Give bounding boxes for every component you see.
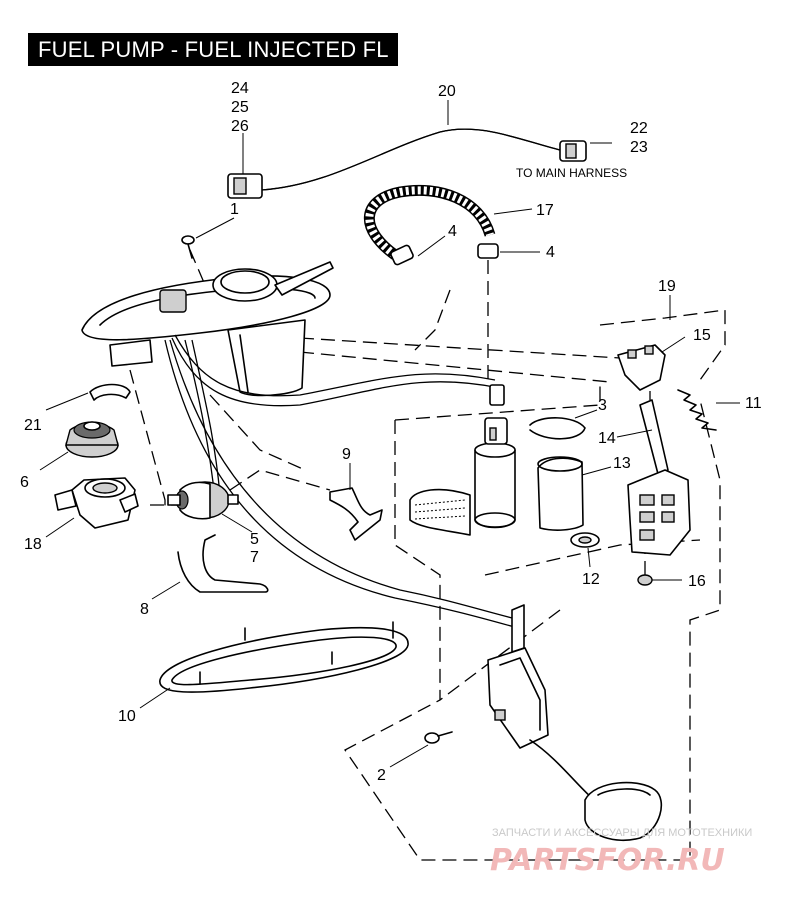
label-1: 1 xyxy=(230,201,239,218)
fuel-filter xyxy=(167,481,239,520)
label-25: 25 xyxy=(231,99,249,116)
label-2: 2 xyxy=(377,767,386,784)
label-19: 19 xyxy=(658,278,676,295)
fuel-pump-flange xyxy=(81,235,334,397)
label-23: 23 xyxy=(630,139,648,156)
pressure-regulator-group xyxy=(54,383,139,529)
label-4-left: 4 xyxy=(448,223,457,240)
flange-gasket xyxy=(159,621,409,693)
label-14: 14 xyxy=(598,430,616,447)
watermark-line-2: PARTSFOR.RU xyxy=(490,843,725,878)
label-10: 10 xyxy=(118,708,136,725)
sender-bracket-assembly xyxy=(617,344,717,586)
internal-fuel-lines xyxy=(164,334,521,629)
retaining-wire xyxy=(177,534,269,593)
label-7: 7 xyxy=(250,549,259,566)
level-sender xyxy=(424,604,663,842)
main-harness-wire xyxy=(227,128,587,199)
label-8: 8 xyxy=(140,601,149,618)
label-9: 9 xyxy=(342,446,351,463)
to-main-harness-note: TO MAIN HARNESS xyxy=(516,166,627,180)
label-15: 15 xyxy=(693,327,711,344)
callout-labels: 24 25 26 20 22 23 TO MAIN HARNESS 1 17 4… xyxy=(20,80,762,784)
watermark: ЗАПЧАСТИ И АКСЕССУАРЫ ДЛЯ МОТОТЕХНИКИ PA… xyxy=(490,827,752,878)
label-17: 17 xyxy=(536,202,554,219)
fuel-pump-assembly xyxy=(409,384,600,548)
label-4-right: 4 xyxy=(546,244,555,261)
label-12: 12 xyxy=(582,571,600,588)
watermark-line-1: ЗАПЧАСТИ И АКСЕССУАРЫ ДЛЯ МОТОТЕХНИКИ xyxy=(492,827,752,839)
bracket xyxy=(329,487,383,541)
label-18: 18 xyxy=(24,536,42,553)
label-13: 13 xyxy=(613,455,631,472)
label-16: 16 xyxy=(688,573,706,590)
dashed-group-lines xyxy=(129,249,726,861)
fuel-hose-corrugated xyxy=(363,184,499,266)
label-22: 22 xyxy=(630,120,648,137)
label-24: 24 xyxy=(231,80,249,97)
label-20: 20 xyxy=(438,83,456,100)
label-26: 26 xyxy=(231,118,249,135)
label-5: 5 xyxy=(250,531,259,548)
label-11: 11 xyxy=(745,395,762,412)
label-6: 6 xyxy=(20,474,29,491)
leader-lines xyxy=(39,100,740,768)
label-3: 3 xyxy=(598,397,607,414)
label-21: 21 xyxy=(24,417,42,434)
diagram-title: FUEL PUMP - FUEL INJECTED FL xyxy=(28,33,398,66)
